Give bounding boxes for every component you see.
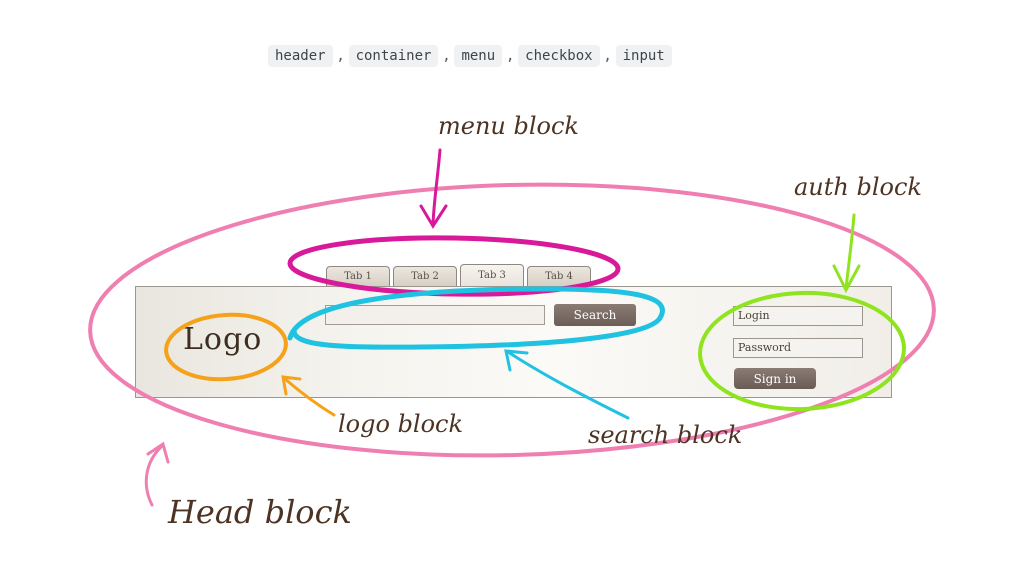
tag-separator: , (336, 47, 345, 64)
search-arrow (504, 349, 630, 420)
logo-arrow (281, 375, 336, 417)
mock-login-field[interactable]: Login (733, 306, 863, 326)
head-block-outline (88, 182, 936, 458)
mock-search-input[interactable] (325, 305, 545, 325)
mock-logo: Logo (183, 322, 263, 357)
tag-row: header , container , menu , checkbox , i… (268, 43, 672, 68)
tag-separator: , (505, 47, 515, 64)
mock-password-field[interactable]: Password (733, 338, 863, 358)
head-arrow (144, 441, 170, 507)
auth-block-outline (698, 290, 906, 412)
label-auth-block: auth block (794, 173, 922, 201)
mock-menu-tabs: Tab 1 Tab 2 Tab 3 Tab 4 (326, 264, 591, 286)
label-logo-block: logo block (338, 410, 464, 438)
tag-input: input (615, 44, 672, 67)
mock-search-button[interactable]: Search (554, 304, 636, 326)
menu-arrow (419, 148, 448, 229)
tag-separator: , (603, 47, 612, 64)
label-head-block: Head block (168, 493, 352, 531)
menu-block-outline (287, 235, 621, 297)
label-menu-block: menu block (438, 112, 579, 140)
auth-arrow (832, 213, 861, 294)
tag-checkbox: checkbox (518, 44, 600, 67)
mock-tab-4[interactable]: Tab 4 (527, 266, 591, 286)
tag-container: container (348, 44, 439, 67)
tag-header: header (268, 44, 333, 67)
search-block-outline (287, 286, 665, 350)
label-search-block: search block (588, 421, 743, 449)
logo-block-outline (164, 312, 288, 382)
mock-tab-3[interactable]: Tab 3 (460, 264, 524, 286)
mock-tab-2[interactable]: Tab 2 (393, 266, 457, 286)
tag-menu: menu (454, 44, 503, 67)
mock-signin-button[interactable]: Sign in (734, 368, 816, 389)
tag-separator: , (442, 47, 451, 64)
mock-tab-1[interactable]: Tab 1 (326, 266, 390, 286)
